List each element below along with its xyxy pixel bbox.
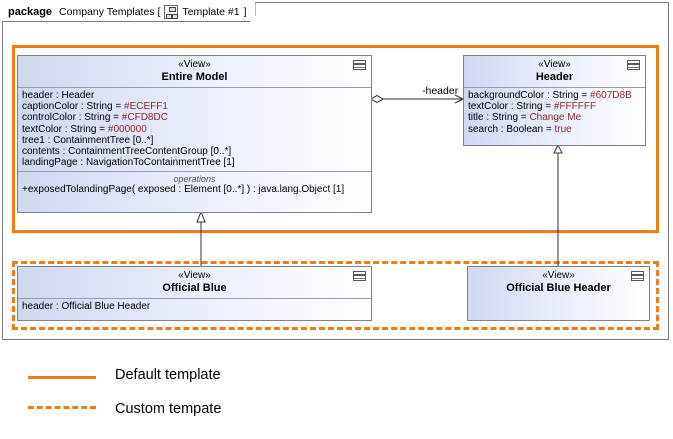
class-name: Official Blue [162,282,227,294]
attribute[interactable]: landingPage : NavigationToContainmentTre… [22,157,235,169]
class-entire-model[interactable]: «View» Entire Model header : Header capt… [17,55,372,213]
frame-tab: package Company Templates [ Template #1 … [2,2,256,22]
operations-label: operations [173,174,216,185]
view-icon [631,271,644,281]
frame-package-name: Company Templates [ [59,5,161,18]
legend-custom-label: Custom tempate [115,401,222,417]
frame-diagram-name: Template #1 [182,5,240,18]
operation[interactable]: +exposedTolandingPage( exposed : Element… [22,184,345,196]
attribute[interactable]: title : String = Change Me [468,112,582,124]
class-official-blue-header[interactable]: «View» Official Blue Header [467,266,650,321]
view-icon [353,271,366,281]
attribute[interactable]: contents : ContainmentTreeContentGroup [… [22,146,232,158]
view-icon [627,60,640,70]
class-stereotype: «View» [178,270,211,281]
class-stereotype: «View» [178,59,211,70]
custom-template-outline [12,261,659,330]
class-header[interactable]: «View» Header backgroundColor : String =… [463,55,646,146]
legend-custom-line [28,406,96,409]
attributes-compartment: header : Header captionColor : String = … [18,87,371,171]
legend-default-label: Default template [115,367,221,383]
attribute[interactable]: controlColor : String = #CFD8DC [22,112,168,124]
frame-close-bracket: ] [243,5,247,18]
attribute[interactable]: textColor : String = #FFFFFF [468,101,597,113]
class-official-blue[interactable]: «View» Official Blue header : Official B… [17,266,372,321]
class-stereotype: «View» [542,270,575,281]
attribute[interactable]: textColor : String = #000000 [22,123,147,135]
attribute[interactable]: search : Boolean = true [468,123,572,135]
class-diagram-icon [164,5,178,19]
association-role-label: -header [422,85,459,97]
class-name: Official Blue Header [506,282,611,294]
package-frame [2,2,669,340]
class-stereotype: «View» [538,59,571,70]
default-template-outline [12,45,659,233]
operations-compartment: operations +exposedTolandingPage( expose… [18,171,371,198]
class-name: Entire Model [161,71,228,83]
view-icon [353,60,366,70]
attributes-compartment: backgroundColor : String = #607D8B textC… [464,87,645,138]
attributes-compartment: header : Official Blue Header [18,298,371,315]
attribute[interactable]: captionColor : String = #ECEFF1 [22,101,168,113]
legend-default-line [28,376,96,379]
attribute[interactable]: header : Header [22,90,95,101]
attribute[interactable]: header : Official Blue Header [22,301,151,312]
aggregation-diamond [370,94,384,104]
attribute[interactable]: backgroundColor : String = #607D8B [468,90,632,101]
attribute[interactable]: tree1 : ContainmentTree [0..*] [22,134,154,146]
class-name: Header [535,71,574,83]
generalization-arrowhead-official-blue-header [553,143,563,154]
generalization-arrowhead-official-blue [196,210,206,223]
frame-keyword: package [8,5,53,18]
